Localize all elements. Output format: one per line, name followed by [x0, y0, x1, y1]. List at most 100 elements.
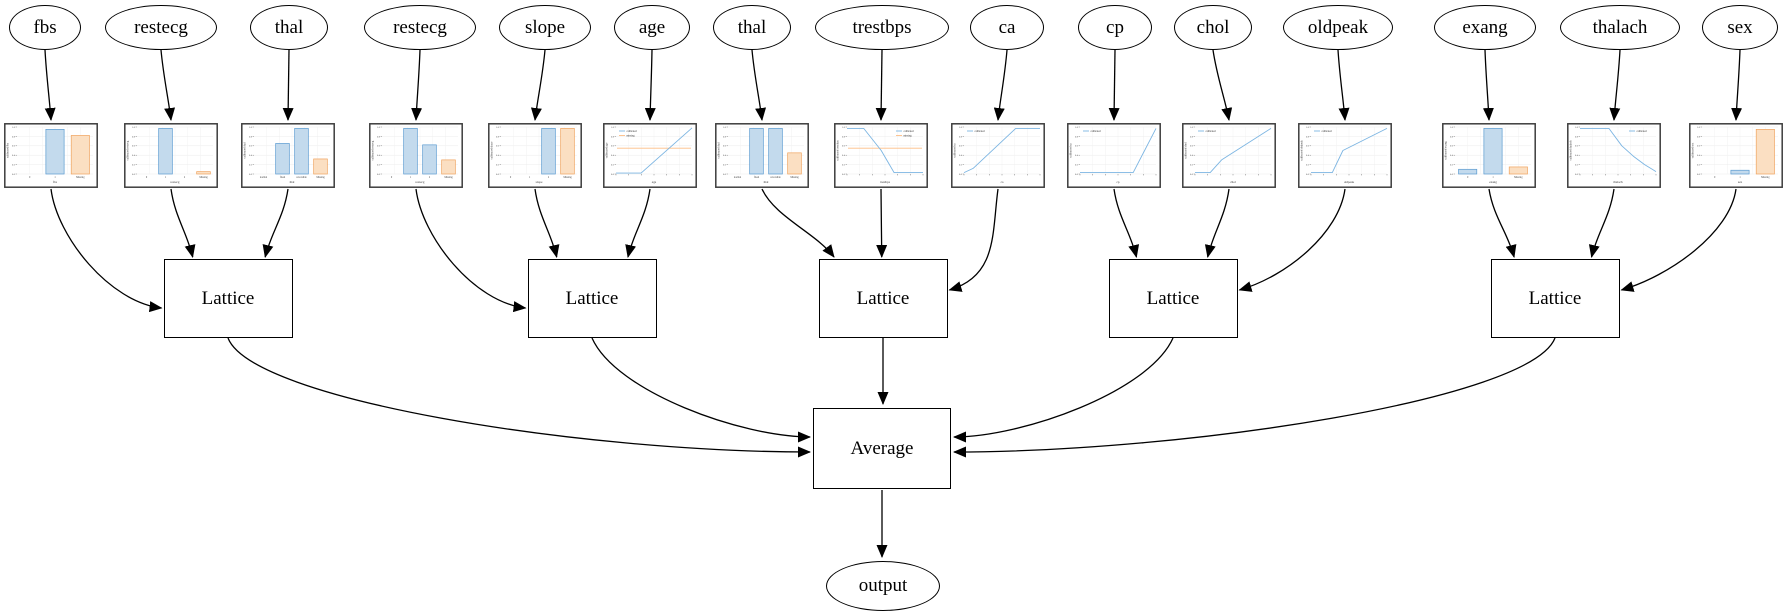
ytick-label: 0.8 [1190, 135, 1194, 138]
ytick-label: 0.0 [1450, 173, 1454, 176]
lattice-node: Lattice [818, 259, 948, 338]
xtick-label: 1 [1739, 176, 1741, 179]
legend-label: calibrated [1206, 130, 1217, 133]
legend-label: calibrated [1091, 130, 1102, 133]
xtick-label: 0 [29, 176, 31, 179]
ytick-label: 0.8 [723, 135, 727, 138]
ytick-label: 0.0 [377, 173, 381, 176]
chart-xlabel: cp [1116, 180, 1119, 184]
ytick-label: 1.0 [132, 126, 136, 129]
ytick-label: 0.4 [132, 154, 136, 157]
ytick-label: 1.0 [1575, 126, 1579, 129]
feature-node-chol: chol [1174, 5, 1252, 50]
ytick-label: 0.6 [496, 145, 500, 148]
ytick-label: 1.0 [842, 126, 846, 129]
ytick-label: 0.0 [959, 173, 963, 176]
ytick-label: 0.4 [496, 154, 500, 157]
feature-label: oldpeak [1307, 16, 1369, 38]
feature-label: fbs [33, 16, 57, 38]
feature-node-ca: ca [970, 5, 1044, 50]
feature-node-thal: thal [713, 5, 791, 50]
xtick-label: reversible [296, 176, 307, 179]
legend-label: calibrated [627, 130, 638, 133]
feature-label: thal [274, 16, 304, 38]
feature-label: thalach [1592, 16, 1648, 38]
ytick-label: 0.0 [842, 173, 846, 176]
ytick-label: 0.2 [842, 164, 846, 167]
chart-ylabel: calibrated cp [1070, 143, 1073, 158]
ytick-label: 0.0 [1306, 173, 1310, 176]
xtick-label: Missing [1514, 176, 1523, 179]
ytick-label: 0.8 [249, 135, 253, 138]
ytick-label: 0.2 [249, 164, 253, 167]
ytick-label: 0.8 [611, 135, 615, 138]
feature-node-restecg: restecg [364, 5, 476, 50]
chart-ylabel: calibrated fbs [7, 143, 10, 158]
chart-xlabel: oldpeak [1344, 180, 1354, 184]
xtick-label: 1 [54, 176, 56, 179]
ytick-label: 0.2 [1697, 164, 1701, 167]
lattice-node: Lattice [527, 259, 657, 338]
ytick-label: 0.0 [12, 173, 16, 176]
xtick-label: 1 [410, 176, 412, 179]
ytick-label: 0.6 [132, 145, 136, 148]
feature-label: thal [737, 16, 767, 38]
ytick-label: 0.0 [132, 173, 136, 176]
chart-xlabel: slope [536, 180, 543, 184]
xtick-label: reversible [770, 176, 781, 179]
xtick-label: 0 [146, 176, 148, 179]
ytick-label: 0.6 [1190, 145, 1194, 148]
feature-node-exang: exang [1434, 5, 1536, 50]
feature-label: cp [1106, 16, 1124, 38]
output-node: output [826, 561, 940, 611]
chart-xlabel: chol [1230, 180, 1236, 184]
xtick-label: 1 [529, 176, 531, 179]
chart-ylabel: calibrated restecg [372, 140, 375, 160]
feature-label: restecg [134, 16, 188, 38]
feature-label: exang [1462, 16, 1508, 38]
ytick-label: 1.0 [1306, 126, 1310, 129]
xtick-label: 1 [165, 176, 167, 179]
average-label: Average [850, 437, 914, 459]
ytick-label: 0.0 [496, 173, 500, 176]
ytick-label: 0.4 [1075, 154, 1079, 157]
xtick-label: normal [260, 176, 268, 179]
ytick-label: 0.8 [1306, 135, 1310, 138]
chart-ylabel: calibrated oldpeak [1301, 140, 1304, 161]
ytick-label: 1.0 [723, 126, 727, 129]
chart-xlabel: age [652, 180, 657, 184]
chart-xlabel: ca [1001, 180, 1004, 184]
ytick-label: 0.8 [496, 135, 500, 138]
ytick-label: 0.8 [1450, 135, 1454, 138]
ytick-label: 1.0 [1075, 126, 1079, 129]
xtick-label: 1 [1492, 176, 1494, 179]
chart-ylabel: calibrated restecg [127, 140, 130, 160]
ytick-label: 0.4 [1575, 154, 1579, 157]
ytick-label: 0.6 [842, 145, 846, 148]
chart-ylabel: calibrated trestbps [837, 140, 840, 160]
ytick-label: 0.6 [377, 145, 381, 148]
ytick-label: 0.6 [1450, 145, 1454, 148]
chart-xlabel: trestbps [880, 180, 891, 184]
xtick-label: Missing [790, 176, 799, 179]
lattice-label: Lattice [856, 287, 910, 309]
feature-label: slope [524, 16, 566, 38]
ytick-label: 0.2 [377, 164, 381, 167]
ytick-label: 1.0 [1190, 126, 1194, 129]
chart-xlabel: thalach [1613, 180, 1623, 184]
xtick-label: fixed [280, 176, 286, 179]
feature-label: sex [1727, 16, 1753, 38]
xtick-label: Missing [1761, 176, 1770, 179]
ytick-label: 0.0 [1697, 173, 1701, 176]
